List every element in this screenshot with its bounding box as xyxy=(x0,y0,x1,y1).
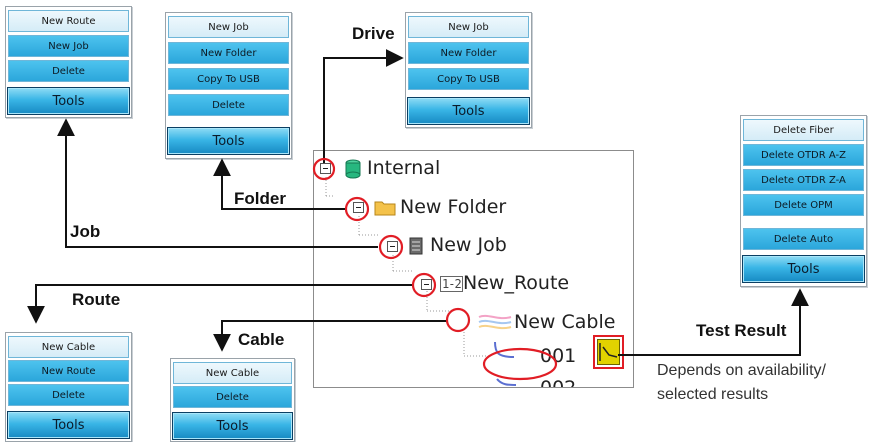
tree-node-result-partial[interactable]: 002 xyxy=(540,377,577,388)
label-cable: Cable xyxy=(238,330,285,349)
highlight-circle-cable xyxy=(445,307,471,333)
highlight-circle-internal xyxy=(312,157,336,181)
collapse-toggle-route[interactable] xyxy=(421,279,432,290)
menu-item-copy-to-usb[interactable]: Copy To USB xyxy=(168,68,289,90)
menu-item-delete[interactable]: Delete xyxy=(8,60,129,82)
menu-folder-context: New Job New Folder Copy To USB Delete To… xyxy=(165,12,292,159)
menu-item-new-cable[interactable]: New Cable xyxy=(8,336,129,358)
folder-icon xyxy=(374,201,396,216)
tree-node-new-cable[interactable]: New Cable xyxy=(514,311,616,333)
arrow-cable xyxy=(213,320,448,352)
menu-drive-context: New Job New Folder Copy To USB Tools xyxy=(405,12,532,128)
menu-item-new-cable[interactable]: New Cable xyxy=(173,362,292,384)
label-test-result: Test Result xyxy=(696,321,787,340)
availability-note-line-1: Depends on availability/ xyxy=(657,362,826,379)
menu-item-copy-to-usb[interactable]: Copy To USB xyxy=(408,68,529,90)
menu-cable-route-context: New Cable New Route Delete Tools xyxy=(5,332,132,442)
tree-node-result-001[interactable]: 001 xyxy=(540,345,577,367)
menu-item-new-job[interactable]: New Job xyxy=(408,16,529,38)
arrow-folder xyxy=(213,158,345,210)
tree-node-internal[interactable]: Internal xyxy=(367,157,441,179)
menu-item-delete[interactable]: Delete xyxy=(173,386,292,408)
menu-item-new-job[interactable]: New Job xyxy=(8,35,129,57)
test-result-icon[interactable] xyxy=(593,335,624,369)
highlight-circle-route xyxy=(411,272,437,298)
trace-icon xyxy=(494,341,515,358)
arrow-job xyxy=(57,118,378,248)
menu-cable-context: New Cable Delete Tools xyxy=(170,358,295,442)
menu-item-delete[interactable]: Delete xyxy=(168,94,289,116)
tree-node-new-folder[interactable]: New Folder xyxy=(400,196,507,218)
menu-item-new-folder[interactable]: New Folder xyxy=(168,42,289,64)
tools-button[interactable]: Tools xyxy=(7,87,130,115)
label-folder: Folder xyxy=(234,189,286,208)
label-job: Job xyxy=(70,222,101,241)
collapse-toggle-job[interactable] xyxy=(387,241,398,252)
label-drive: Drive xyxy=(352,24,395,43)
tree-node-new-job[interactable]: New Job xyxy=(430,234,507,256)
job-icon xyxy=(409,237,423,255)
menu-item-delete-otdr-z-a[interactable]: Delete OTDR Z-A xyxy=(743,169,864,191)
trace-icon xyxy=(496,378,517,386)
menu-item-delete-opm[interactable]: Delete OPM xyxy=(743,194,864,216)
menu-item-delete[interactable]: Delete xyxy=(8,384,129,406)
availability-note: Depends on availability/ selected result… xyxy=(657,359,826,407)
tools-button[interactable]: Tools xyxy=(167,127,290,155)
tools-button[interactable]: Tools xyxy=(407,97,530,125)
highlight-circle-folder xyxy=(344,196,370,222)
tools-button[interactable]: Tools xyxy=(742,255,865,283)
menu-item-new-job[interactable]: New Job xyxy=(168,16,289,38)
collapse-toggle-internal[interactable] xyxy=(320,163,331,174)
highlight-circle-job xyxy=(378,234,404,260)
highlight-ellipse-result xyxy=(482,347,558,381)
menu-item-new-route[interactable]: New Route xyxy=(8,360,129,382)
tree-node-new-route[interactable]: New_Route xyxy=(463,272,570,294)
chart-glyph-icon xyxy=(599,343,618,361)
arrow-test-result xyxy=(618,288,809,356)
arrow-route xyxy=(27,284,412,324)
drive-icon xyxy=(345,159,361,179)
menu-item-new-folder[interactable]: New Folder xyxy=(408,42,529,64)
arrow-drive xyxy=(323,49,404,163)
route-icon: 1-2 xyxy=(440,276,463,292)
availability-note-line-2: selected results xyxy=(657,386,769,403)
menu-item-delete-fiber[interactable]: Delete Fiber xyxy=(743,119,864,141)
collapse-toggle-folder[interactable] xyxy=(353,202,364,213)
menu-test-result-context: Delete Fiber Delete OTDR A-Z Delete OTDR… xyxy=(740,115,867,287)
menu-route-context: New Route New Job Delete Tools xyxy=(5,6,132,118)
tools-button[interactable]: Tools xyxy=(7,411,130,439)
menu-item-delete-otdr-a-z[interactable]: Delete OTDR A-Z xyxy=(743,144,864,166)
menu-item-new-route[interactable]: New Route xyxy=(8,10,129,32)
cable-icon xyxy=(478,314,512,330)
file-tree-panel: Internal New Folder New Job 1-2 New_Rout… xyxy=(313,150,634,388)
label-route: Route xyxy=(72,290,121,309)
menu-item-delete-auto[interactable]: Delete Auto xyxy=(743,228,864,250)
